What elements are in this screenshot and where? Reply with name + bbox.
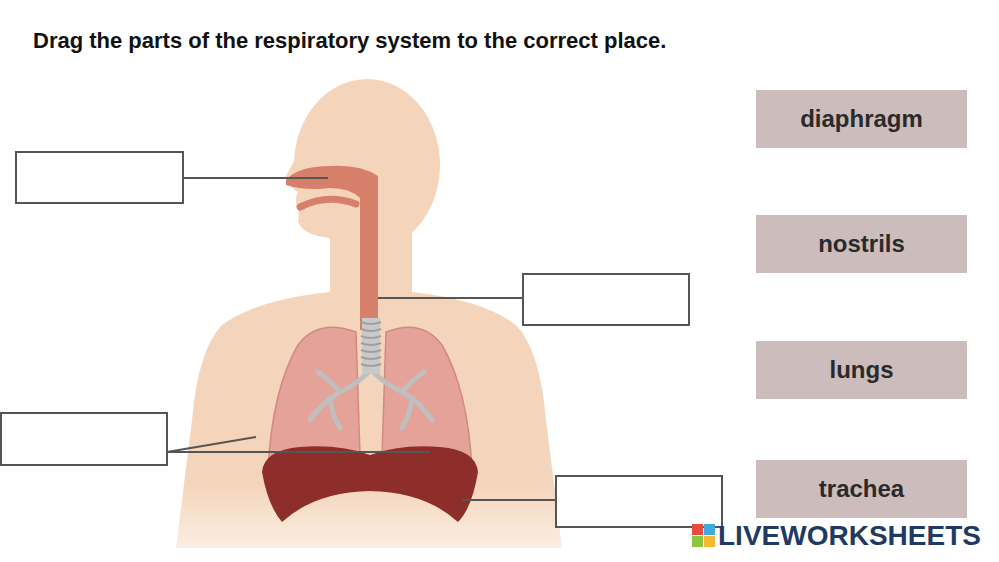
airway [286,166,378,330]
trachea-ring [361,350,381,352]
trachea-ring [361,343,381,345]
answer-boxes [1,152,722,527]
word-tile: nostrils [756,215,967,273]
part-name: trachea [819,475,904,503]
diaphragm-drawing [262,446,478,522]
trachea-ring [361,329,381,331]
title: Drag the parts of the respiratory system… [33,28,666,54]
logo-icon [692,524,715,547]
part-name: diaphragm [800,105,923,133]
trachea-ring [361,336,381,338]
part-name: lungs [830,356,894,384]
word-tile: lungs [756,341,967,399]
trachea-drawing [361,318,381,374]
trachea-ring [361,364,381,366]
word-tile: diaphragm [756,90,967,148]
leader-lines [167,178,556,500]
body-silhouette [176,79,562,548]
part-name: nostrils [818,230,905,258]
watermark: LIVEWORKSHEETS [718,521,981,551]
word-tile: trachea [756,460,967,518]
trachea-ring [361,322,381,324]
trachea-ring [361,357,381,359]
